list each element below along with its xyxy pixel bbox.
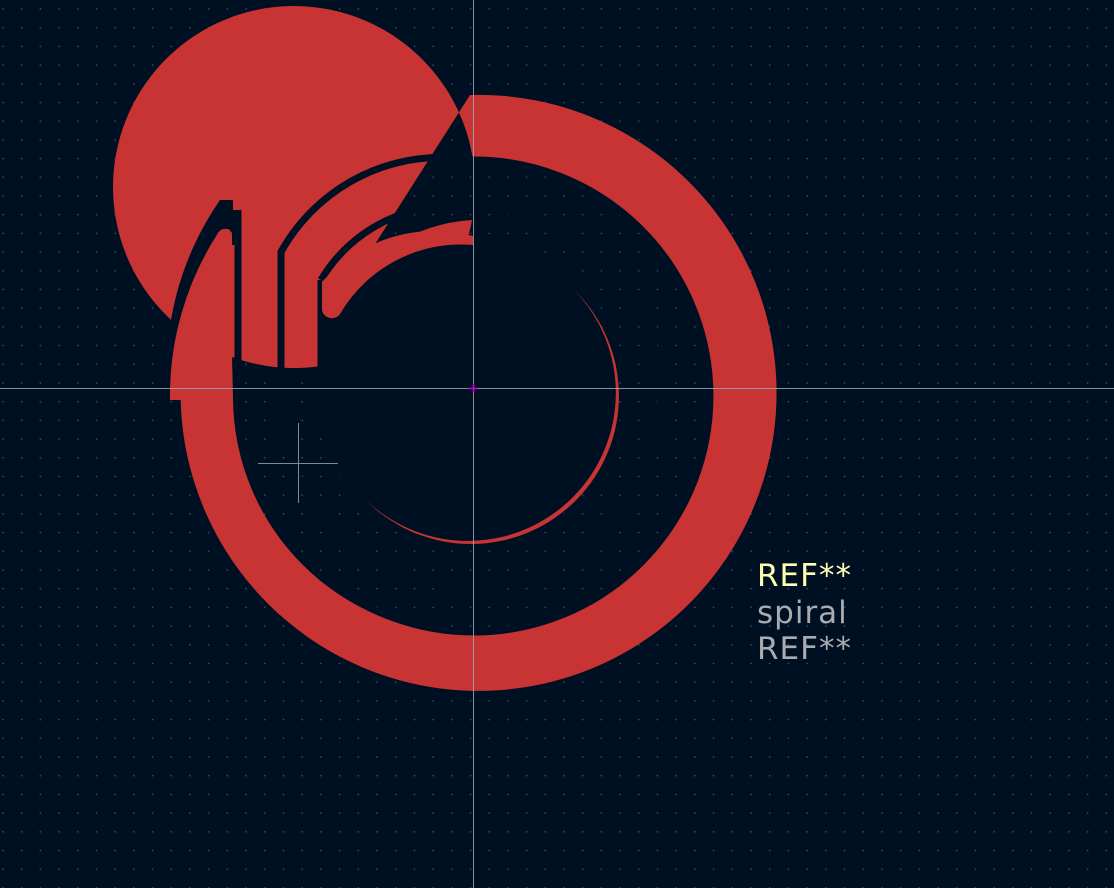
spiral-inner-finger — [322, 231, 473, 319]
fab-reference-text[interactable]: REF** — [757, 631, 852, 667]
spiral-gap-middle — [277, 202, 665, 592]
crosshair-cursor-icon — [258, 423, 338, 503]
spiral-inner-void — [320, 239, 616, 541]
reference-designator-text[interactable]: REF** — [757, 558, 852, 594]
spiral-outer-finger — [169, 228, 232, 400]
footprint-value-text[interactable]: spiral — [757, 595, 848, 631]
origin-marker-icon — [468, 384, 478, 393]
spiral-gap-outer — [234, 153, 714, 636]
spiral-outer-cutout — [166, 200, 233, 400]
spiral-pad[interactable] — [113, 6, 777, 691]
